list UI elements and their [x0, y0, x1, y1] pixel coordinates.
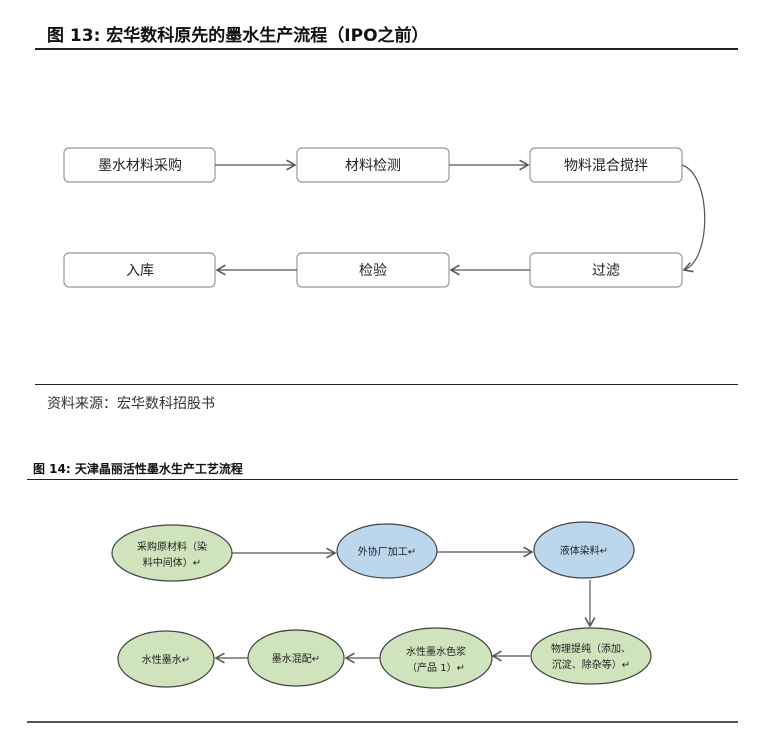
process-node [530, 627, 652, 685]
title-rule [35, 48, 738, 50]
source-note: 资料来源：宏华数科招股书 [47, 396, 215, 412]
figure-14-bottom-rule [27, 721, 738, 723]
step-label: 过滤 [592, 263, 620, 279]
step-label: 入库 [126, 263, 154, 279]
process-node [111, 524, 233, 582]
step-label: 墨水材料采购 [98, 158, 182, 174]
process-node [336, 523, 438, 579]
node-label: 外协厂加工↵ [358, 545, 416, 558]
node-label: 墨水混配↵ [272, 653, 320, 665]
figure-14-flowchart: 采购原材料（染 料中间体）↵ 外协厂加工↵ 液体染料↵ 物理提纯（添加、 沉淀、… [111, 521, 652, 689]
step-label: 物料混合搅拌 [564, 158, 648, 174]
node-label: 沉淀、除杂等）↵ [552, 658, 630, 671]
step-label: 检验 [359, 263, 387, 279]
figure-13-bottom-rule [35, 384, 738, 385]
node-label: （产品 1）↵ [407, 661, 465, 674]
figure-13-flowchart: 墨水材料采购 材料检测 物料混合搅拌 过滤 检验 入库 [63, 147, 706, 288]
node-label: 水性墨水色浆 [406, 645, 466, 658]
curved-arrow [681, 164, 706, 273]
node-label: 水性墨水↵ [142, 653, 190, 666]
process-node [117, 630, 215, 688]
figure-14-title: 图 14: 天津晶丽活性墨水生产工艺流程 [33, 462, 243, 476]
figure-13-title: 图 13: 宏华数科原先的墨水生产流程（IPO之前） [47, 26, 429, 46]
step-label: 材料检测 [345, 158, 401, 174]
node-label: 液体染料↵ [560, 544, 608, 557]
figure-14-title-rule [27, 479, 738, 480]
process-node [247, 629, 345, 687]
node-label: 物理提纯（添加、 [551, 642, 631, 655]
step-box [63, 252, 216, 288]
node-label: 采购原材料（染 [137, 540, 207, 553]
node-label: 料中间体）↵ [143, 556, 201, 569]
process-node [533, 521, 635, 579]
process-node [379, 627, 493, 689]
